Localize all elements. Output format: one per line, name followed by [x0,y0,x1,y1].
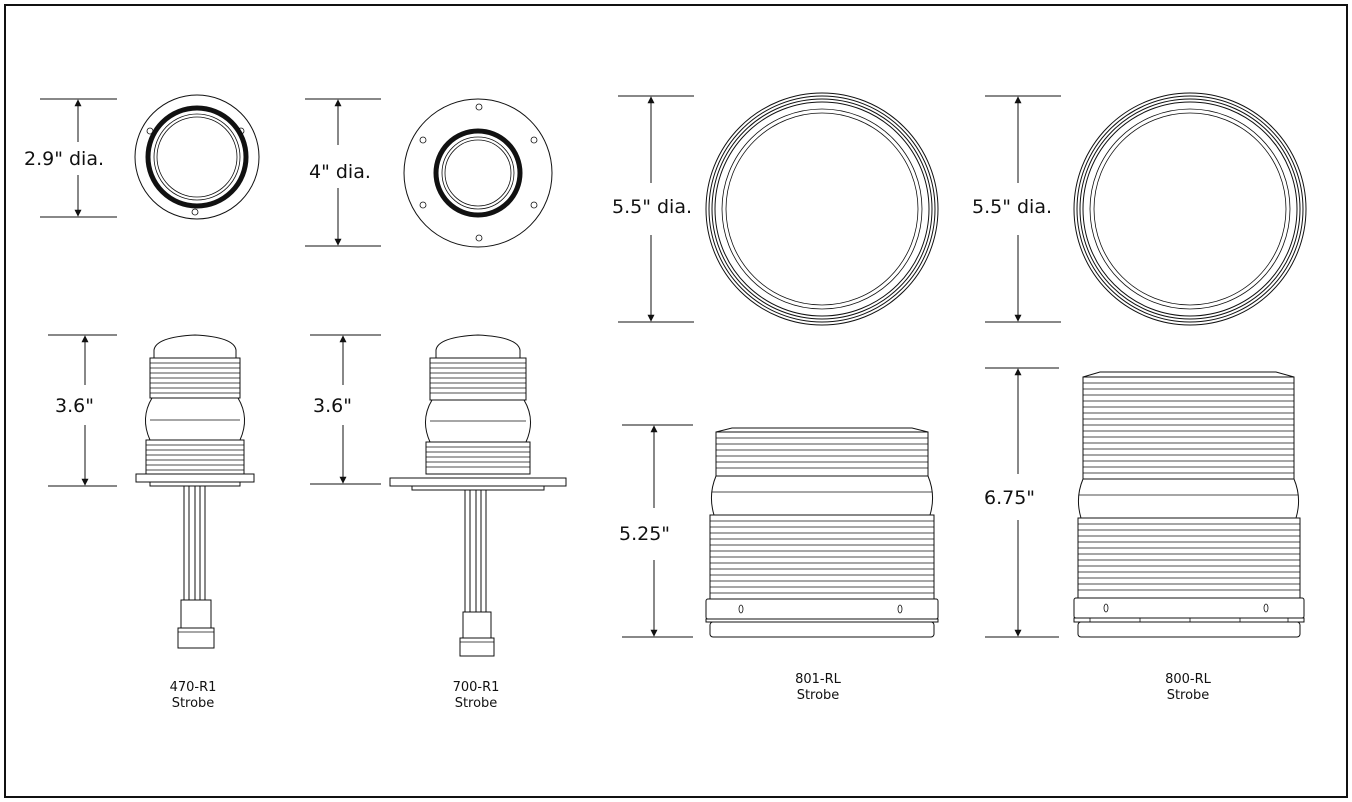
top-dimension-label: 2.9" dia. [24,148,104,170]
model-type: Strobe [455,696,498,711]
model-type: Strobe [172,696,215,711]
model-type: Strobe [1167,688,1210,703]
side-view-801-rl: 5.25" [619,424,939,638]
fins-lower [145,439,245,475]
side-dimension-label: 3.6" [55,395,94,417]
unit-801-rl: 5.5" dia. 5.25" [612,92,939,703]
wire-harness [183,486,206,600]
top-view-800-rl: 5.5" dia. [972,92,1307,326]
top-view-700-r1: 4" dia. [305,98,553,248]
side-view-700-r1: 3.6" [310,334,567,657]
side-view-800-rl: 6.75" [984,367,1305,638]
model-name: 470-R1 [170,680,217,695]
model-name: 801-RL [795,672,842,687]
top-dimension-label: 4" dia. [309,161,371,183]
model-name: 700-R1 [453,680,500,695]
side-dimension-label: 5.25" [619,523,670,545]
fins-upper [149,357,241,399]
wire-harness [464,490,487,612]
model-name: 800-RL [1165,672,1212,687]
top-dimension-label: 5.5" dia. [612,196,692,218]
side-view-470-r1: 3.6" [48,334,255,649]
unit-700-r1: 4" dia. 3.6" [305,98,567,711]
top-dimension-label: 5.5" dia. [972,196,1052,218]
top-view-801-rl: 5.5" dia. [612,92,939,326]
top-view-470-r1: 2.9" dia. [24,94,260,220]
side-dimension-label: 3.6" [313,395,352,417]
page-border [4,4,1348,798]
unit-800-rl: 5.5" dia. 6.75" [972,92,1307,703]
unit-470-r1: 2.9" dia. 3.6" [24,94,260,711]
side-dimension-label: 6.75" [984,487,1035,509]
model-type: Strobe [797,688,840,703]
